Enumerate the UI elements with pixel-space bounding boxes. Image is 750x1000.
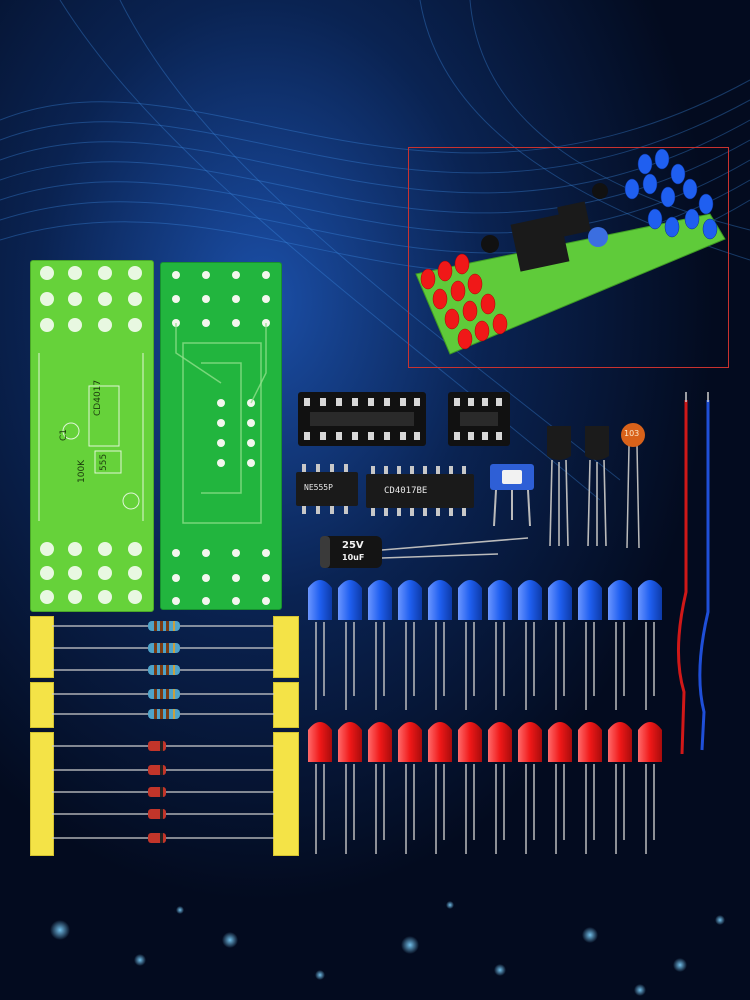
pcb-front: CD4017 555 C1 100K (30, 260, 154, 612)
ic-cd4017-marking: CD4017BE (384, 486, 428, 496)
pcb-front-artwork (38, 266, 144, 604)
pcb-timer-label: 555 (99, 453, 109, 471)
electrolytic-capacitor: 25V 10uF (318, 530, 532, 572)
resistor-diode-strip (52, 621, 274, 843)
transistor-1 (547, 426, 571, 547)
tape-left-1 (30, 616, 54, 678)
pcb-back-traces (172, 271, 270, 605)
tape-left-3 (30, 732, 54, 856)
red-led-row (308, 722, 662, 854)
ceramic-capacitor: 103 (618, 420, 648, 550)
electrolytic-capacitor-voltage: 25V (342, 540, 364, 551)
resistors (148, 621, 180, 719)
ic-cd4017: CD4017BE (366, 466, 474, 516)
pcb-cap-label: C1 (59, 428, 69, 441)
ceramic-capacitor-body (621, 423, 645, 549)
transistor-2 (585, 426, 609, 547)
diodes (148, 741, 166, 843)
assembled-board-photo (415, 149, 726, 355)
trimmer-potentiometer (490, 464, 534, 527)
pcb-chip-label: CD4017 (93, 379, 103, 416)
assembled-preview-frame (408, 147, 729, 368)
tape-right-3 (273, 732, 299, 856)
tape-right-2 (273, 682, 299, 728)
tape-left-2 (30, 682, 54, 728)
electrolytic-capacitor-value: 10uF (342, 553, 365, 562)
tape-right-1 (273, 616, 299, 678)
ic-ne555-marking: NE555P (304, 483, 333, 492)
electrolytic-capacitor-body (320, 536, 529, 568)
jumper-wires (676, 392, 710, 755)
ic-ne555: NE555P (296, 464, 358, 514)
ceramic-capacitor-marking: 103 (624, 429, 640, 438)
pcb-back (160, 262, 282, 610)
ic-socket-8pin (448, 392, 510, 446)
ic-ne555-body (296, 464, 358, 514)
blue-led-row (308, 580, 662, 710)
ic-cd4017-body (366, 466, 474, 516)
pcb-res-label: 100K (77, 459, 87, 483)
ic-socket-16pin (298, 392, 426, 446)
